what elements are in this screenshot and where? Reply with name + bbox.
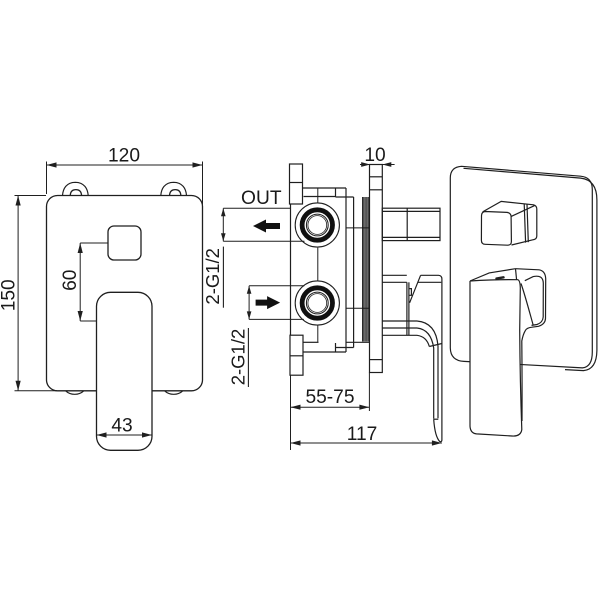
svg-text:55-75: 55-75 <box>305 387 354 408</box>
svg-text:60: 60 <box>60 270 81 291</box>
svg-text:2-G1/2: 2-G1/2 <box>202 248 223 305</box>
svg-text:2-G1/2: 2-G1/2 <box>227 329 248 386</box>
svg-text:OUT: OUT <box>241 188 282 209</box>
svg-text:43: 43 <box>111 416 132 437</box>
svg-text:120: 120 <box>108 146 140 167</box>
svg-text:10: 10 <box>364 145 385 166</box>
svg-text:117: 117 <box>347 424 378 445</box>
svg-text:150: 150 <box>0 279 20 311</box>
